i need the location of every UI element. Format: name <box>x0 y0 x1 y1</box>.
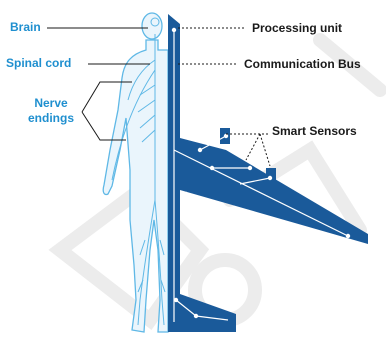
sensor-block-2 <box>266 168 276 194</box>
label-communication-bus: Communication Bus <box>244 57 361 71</box>
label-nerve-line2: endings <box>28 111 74 126</box>
label-nerve-line1: Nerve <box>28 96 74 111</box>
head <box>142 13 162 39</box>
label-nerve-endings: Nerve endings <box>28 96 74 126</box>
label-processing-unit: Processing unit <box>252 21 342 35</box>
label-brain: Brain <box>10 20 41 34</box>
label-smart-sensors: Smart Sensors <box>272 124 357 138</box>
label-spinal-cord: Spinal cord <box>6 56 71 70</box>
